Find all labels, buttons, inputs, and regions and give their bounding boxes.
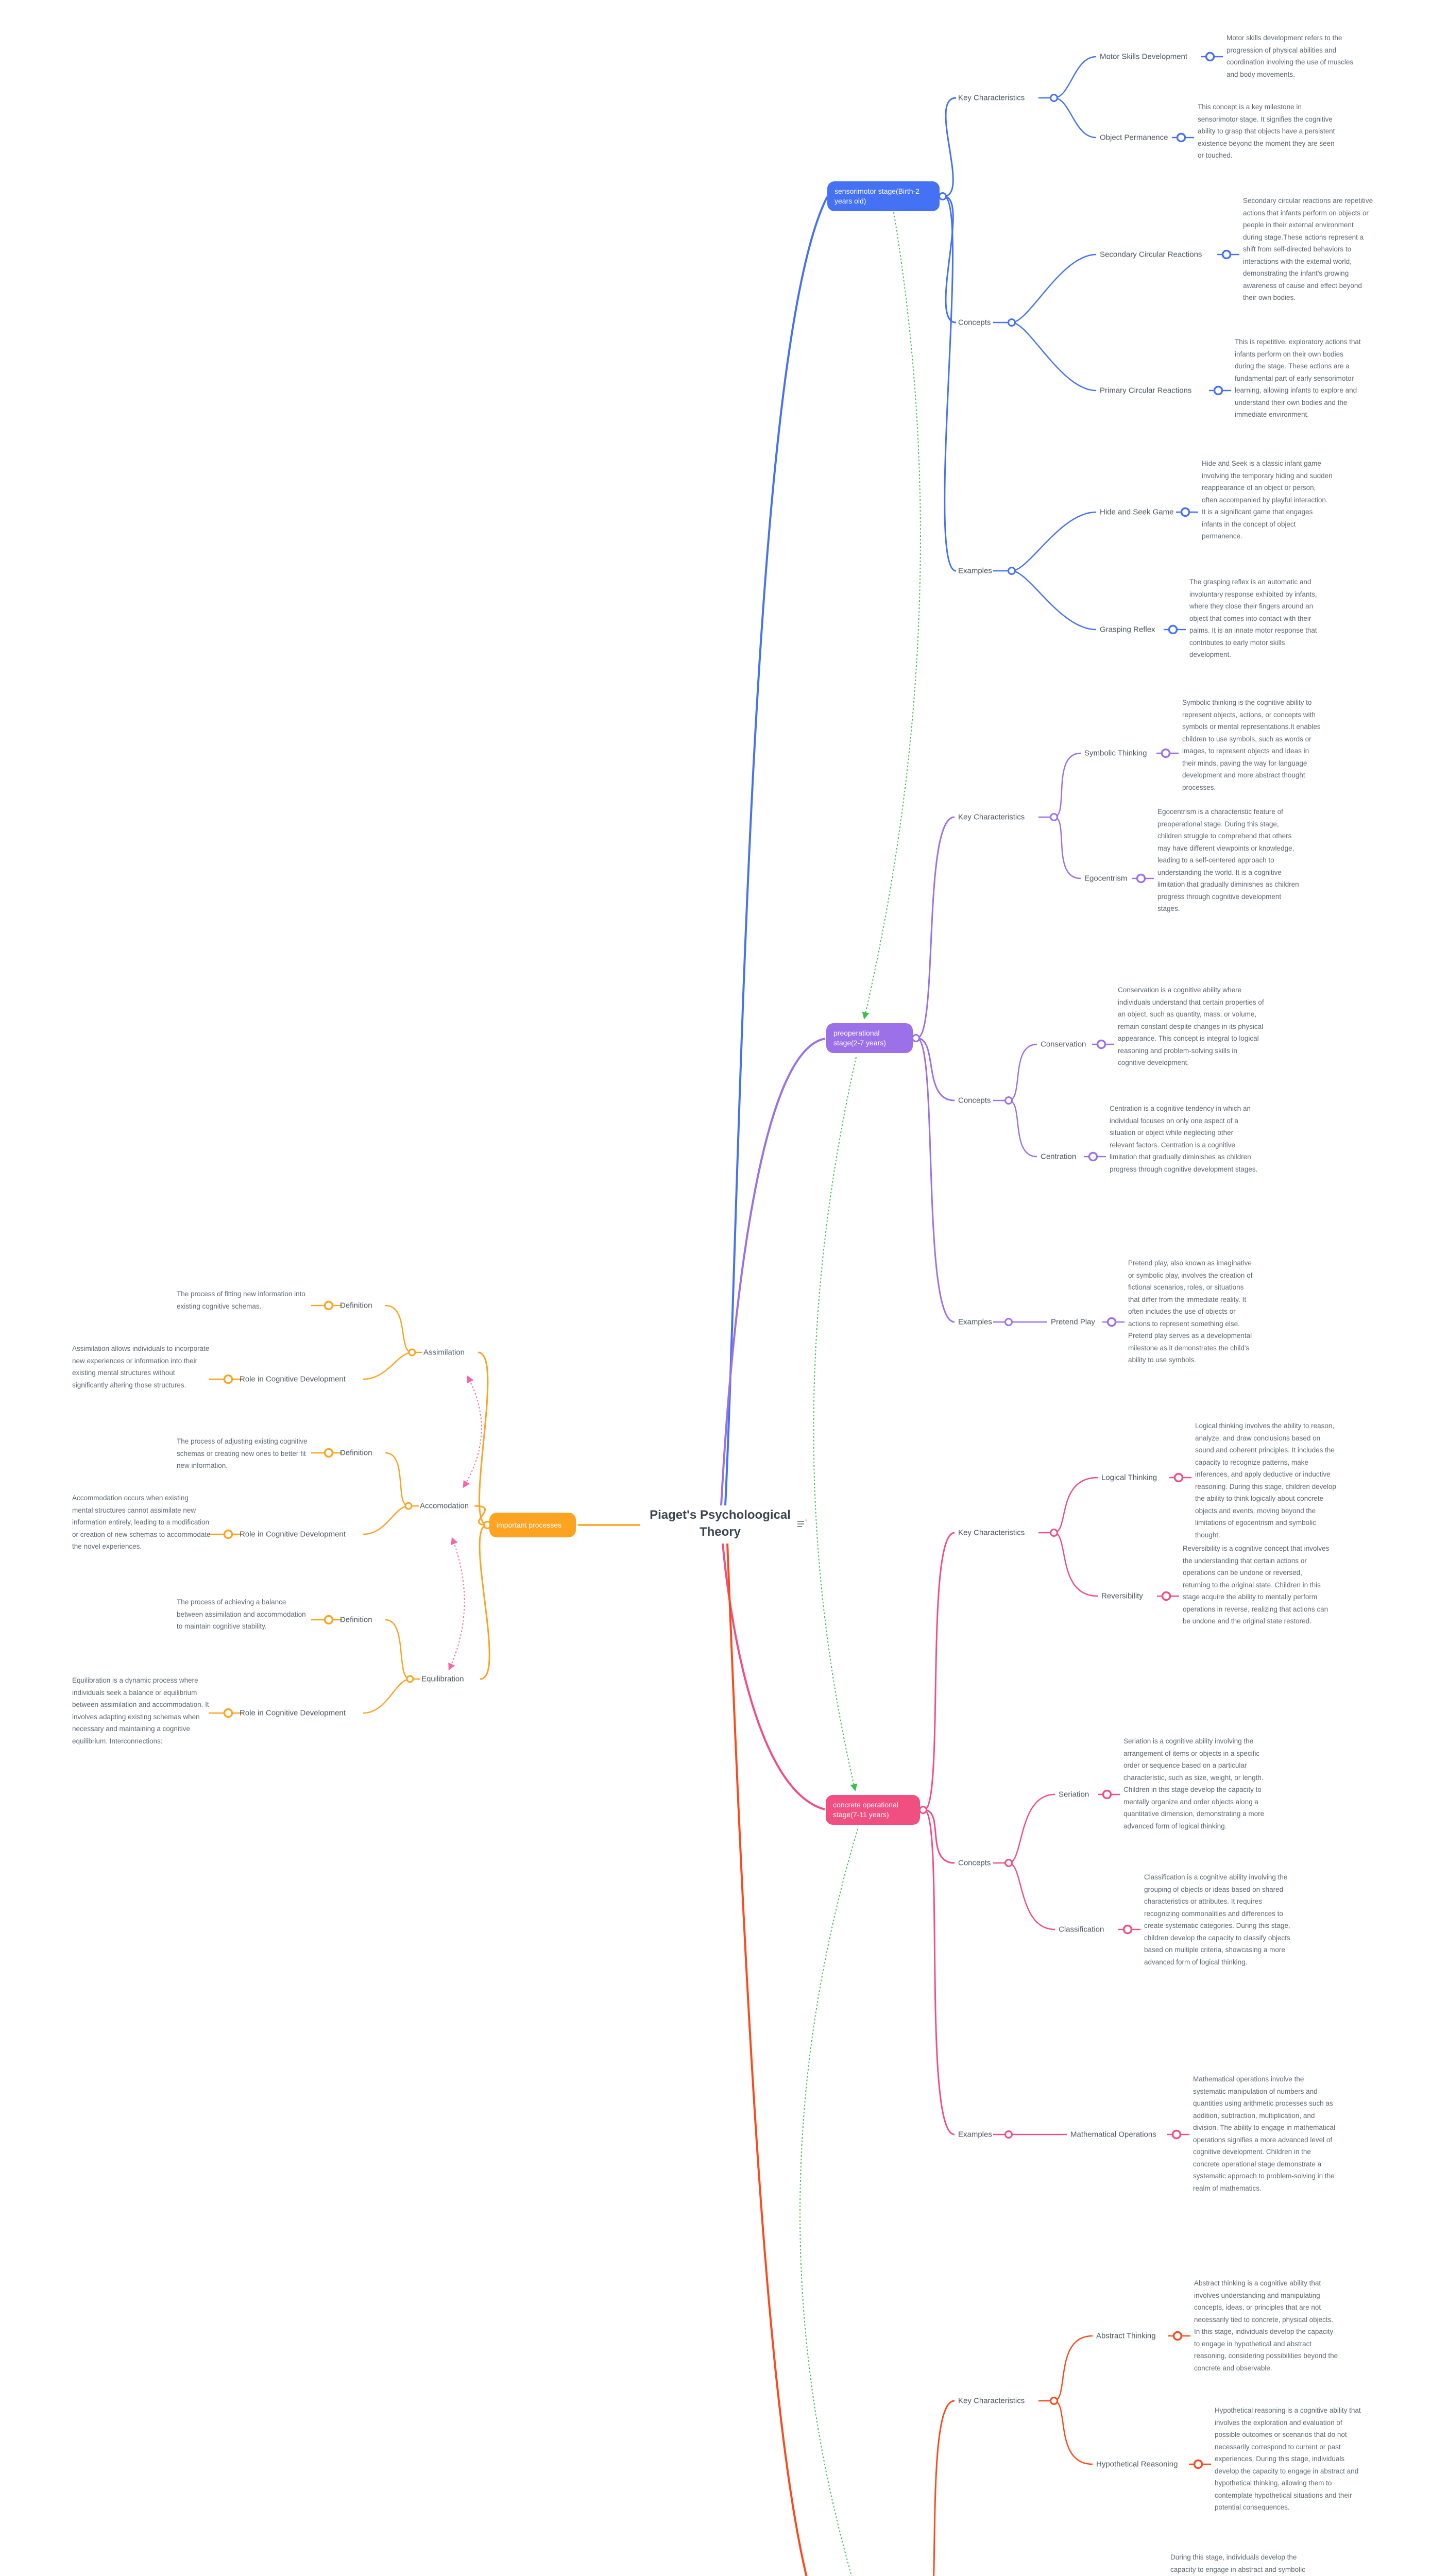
topic-egocentrism[interactable]: Egocentrism xyxy=(1084,874,1128,883)
desc-assimilation-definition: The process of fitting new information i… xyxy=(177,1290,305,1310)
desc-hide-and-seek-game: Hide and Seek is a classic infant game i… xyxy=(1202,460,1333,540)
root-topic[interactable]: Piaget's Psycholoogical Theory xyxy=(650,1508,791,1539)
preoperational-key-characteristics[interactable]: Key Characteristics xyxy=(958,812,1025,822)
desc-primary-circular-reactions: This is repetitive, exploratory actions … xyxy=(1235,338,1361,418)
topic-grasping-reflex[interactable]: Grasping Reflex xyxy=(1100,625,1155,634)
topic-conservation[interactable]: Conservation xyxy=(1041,1040,1086,1049)
topic-hypothetical-reasoning[interactable]: Hypothetical Reasoning xyxy=(1096,2460,1178,2469)
process-cycle-arrows xyxy=(448,1375,482,1671)
concrete-key-characteristics[interactable]: Key Characteristics xyxy=(958,1528,1025,1537)
topic-equilibration[interactable]: Equilibration xyxy=(421,1674,464,1684)
preoperational-examples[interactable]: Examples xyxy=(958,1317,992,1327)
preoperational-branch-lines xyxy=(720,748,1179,1506)
node-sensorimotor-stage[interactable]: sensorimotor stage(Birth-2 years old) xyxy=(827,181,940,211)
topic-pretend-play[interactable]: Pretend Play xyxy=(1051,1317,1095,1327)
desc-equilibration-definition: The process of achieving a balance betwe… xyxy=(177,1598,306,1630)
topic-assimilation[interactable]: Assimilation xyxy=(423,1348,465,1357)
desc-symbolic-thinking: Symbolic thinking is the cognitive abili… xyxy=(1182,699,1321,791)
concrete-examples[interactable]: Examples xyxy=(958,2130,992,2139)
desc-hypothetical-reasoning: Hypothetical reasoning is a cognitive ab… xyxy=(1215,2406,1361,2511)
preoperational-concepts[interactable]: Concepts xyxy=(958,1096,991,1105)
equilibration-definition[interactable]: Definition xyxy=(340,1615,372,1624)
desc-conservation: Conservation is a cognitive ability wher… xyxy=(1118,986,1264,1066)
topic-seriation[interactable]: Seriation xyxy=(1059,1790,1089,1799)
desc-logical-thinking: Logical thinking involves the ability to… xyxy=(1195,1422,1336,1539)
desc-egocentrism: Egocentrism is a characteristic feature … xyxy=(1157,808,1299,912)
notes-icon[interactable]: + xyxy=(797,1518,808,1529)
processes-branch-lines xyxy=(209,1300,640,1718)
topic-hide-and-seek-game[interactable]: Hide and Seek Game xyxy=(1100,507,1174,517)
desc-grasping-reflex: The grasping reflex is an automatic and … xyxy=(1189,578,1317,658)
node-concrete-operational-stage[interactable]: concrete operational stage(7-11 years) xyxy=(826,1795,920,1825)
accommodation-definition[interactable]: Definition xyxy=(340,1448,372,1458)
sensorimotor-concepts[interactable]: Concepts xyxy=(958,318,991,327)
topic-secondary-circular-reactions[interactable]: Secondary Circular Reactions xyxy=(1100,250,1202,259)
desc-secondary-circular-reactions: Secondary circular reactions are repetit… xyxy=(1243,197,1373,301)
desc-centration: Centration is a cognitive tendency in wh… xyxy=(1110,1105,1258,1173)
desc-mathematical-operations: Mathematical operations involve the syst… xyxy=(1193,2075,1335,2192)
desc-reversibility: Reversibility is a cognitive concept tha… xyxy=(1183,1545,1330,1625)
topic-object-permanence[interactable]: Object Permanence xyxy=(1100,133,1168,142)
formal-branch-lines xyxy=(726,1543,1211,2576)
assimilation-role[interactable]: Role in Cognitive Development xyxy=(240,1375,346,1384)
accommodation-role[interactable]: Role in Cognitive Development xyxy=(240,1530,346,1539)
desc-pretend-play: Pretend play, also known as imaginative … xyxy=(1128,1259,1253,1364)
node-important-processes[interactable]: important processes xyxy=(489,1513,576,1537)
desc-motor-skills-development: Motor skills development refers to the p… xyxy=(1226,34,1354,78)
sensorimotor-examples[interactable]: Examples xyxy=(958,566,992,575)
desc-accommodation-role: Accommodation occurs when existing menta… xyxy=(72,1494,211,1550)
topic-logical-thinking[interactable]: Logical Thinking xyxy=(1101,1473,1157,1482)
topic-motor-skills-development[interactable]: Motor Skills Development xyxy=(1100,52,1188,61)
assimilation-definition[interactable]: Definition xyxy=(340,1301,372,1310)
topic-classification[interactable]: Classification xyxy=(1059,1925,1104,1934)
topic-symbolic-thinking[interactable]: Symbolic Thinking xyxy=(1084,749,1147,758)
equilibration-role[interactable]: Role in Cognitive Development xyxy=(240,1708,346,1718)
sensorimotor-branch-lines xyxy=(724,52,1239,1506)
desc-assimilation-role: Assimilation allows individuals to incor… xyxy=(72,1345,210,1389)
desc-abstract-thinking: Abstract thinking is a cognitive ability… xyxy=(1194,2279,1338,2372)
sensorimotor-key-characteristics[interactable]: Key Characteristics xyxy=(958,93,1025,103)
desc-equilibration-role: Equilibration is a dynamic process where… xyxy=(72,1676,209,1745)
desc-seriation: Seriation is a cognitive ability involvi… xyxy=(1123,1737,1265,1830)
topic-centration[interactable]: Centration xyxy=(1041,1152,1077,1161)
topic-reversibility[interactable]: Reversibility xyxy=(1101,1591,1143,1601)
topic-abstract-thinking[interactable]: Abstract Thinking xyxy=(1096,2331,1156,2341)
topic-accommodation[interactable]: Accomodation xyxy=(420,1501,469,1511)
formal-key-characteristics[interactable]: Key Characteristics xyxy=(958,2396,1025,2405)
topic-mathematical-operations[interactable]: Mathematical Operations xyxy=(1070,2130,1156,2139)
desc-object-permanence: This concept is a key milestone in senso… xyxy=(1198,103,1335,159)
node-preoperational-stage[interactable]: preoperational stage(2-7 years) xyxy=(826,1023,913,1053)
concrete-branch-lines xyxy=(722,1472,1191,2140)
topic-primary-circular-reactions[interactable]: Primary Circular Reactions xyxy=(1100,386,1192,395)
concrete-concepts[interactable]: Concepts xyxy=(958,1858,991,1868)
desc-propositional-thought: During this stage, individuals develop t… xyxy=(1170,2553,1305,2573)
stage-sequence-arrows xyxy=(799,212,921,2576)
desc-classification: Classification is a cognitive ability in… xyxy=(1144,1873,1290,1966)
desc-accommodation-definition: The process of adjusting existing cognit… xyxy=(177,1437,308,1469)
